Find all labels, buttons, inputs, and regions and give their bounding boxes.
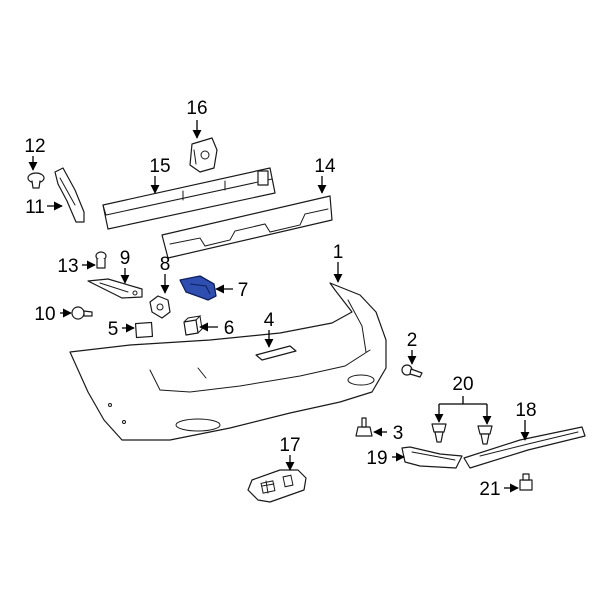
callout-17: 17 xyxy=(279,435,300,456)
leader-lines xyxy=(28,120,530,493)
callout-19: 19 xyxy=(366,448,387,469)
part-7-highlighted-bracket xyxy=(179,275,217,301)
part-5-plate xyxy=(134,321,154,339)
callout-5: 5 xyxy=(108,319,119,340)
callout-3: 3 xyxy=(393,423,404,444)
callout-9: 9 xyxy=(120,248,131,269)
callout-18: 18 xyxy=(515,400,536,421)
part-12-clip xyxy=(27,172,45,189)
part-6-nut xyxy=(183,315,203,336)
callout-12: 12 xyxy=(24,136,45,157)
callout-15: 15 xyxy=(149,156,170,177)
part-4-step-pad xyxy=(255,345,297,361)
part-10-bolt xyxy=(71,306,93,320)
callout-7: 7 xyxy=(238,280,249,301)
part-21-clip xyxy=(519,473,533,491)
callout-labels: 16 15 14 12 11 13 9 8 7 10 5 6 4 1 2 3 2… xyxy=(24,98,536,500)
callout-6: 6 xyxy=(224,318,235,339)
callout-10: 10 xyxy=(34,304,55,325)
part-14-energy-absorber xyxy=(161,195,333,259)
part-17-lamp xyxy=(247,469,307,503)
part-3-clip xyxy=(355,417,373,437)
part-9-side-retainer xyxy=(87,278,143,299)
part-20-clips xyxy=(431,423,493,445)
part-19-reflector xyxy=(401,446,463,469)
part-2-bolt xyxy=(401,364,423,378)
callout-13: 13 xyxy=(57,256,78,277)
callout-21: 21 xyxy=(479,479,500,500)
callout-2: 2 xyxy=(407,330,418,351)
callout-4: 4 xyxy=(264,310,275,331)
part-1-bumper-cover xyxy=(69,282,387,441)
callout-11: 11 xyxy=(25,197,45,218)
callout-14: 14 xyxy=(314,156,336,177)
part-8-retainer xyxy=(149,295,171,319)
callout-1: 1 xyxy=(333,242,344,263)
callout-8: 8 xyxy=(160,254,171,275)
part-11-side-bracket xyxy=(54,167,85,223)
part-16-bracket xyxy=(189,137,218,173)
callout-16: 16 xyxy=(186,98,207,119)
part-18-molding xyxy=(463,426,586,469)
part-15-reinforcement-beam xyxy=(102,167,276,230)
callout-20: 20 xyxy=(452,374,473,395)
part-13-clip xyxy=(95,251,107,269)
